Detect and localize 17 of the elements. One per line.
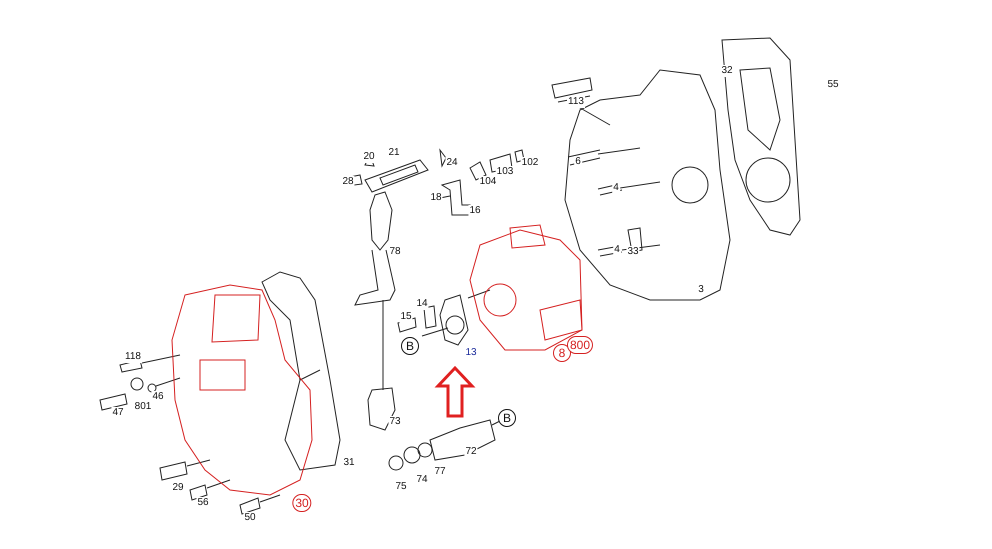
circled-callout: 800 (566, 336, 594, 354)
callout-number: 16 (468, 205, 482, 217)
callout-number: 113 (567, 96, 585, 108)
circled-callout: B (401, 337, 419, 355)
callout-number: 4 (613, 244, 621, 256)
circled-callout: 30 (292, 494, 312, 512)
callout-number: 6 (574, 156, 582, 168)
callout-number: 4 (612, 182, 620, 194)
callout-number: 28 (341, 176, 355, 188)
circled-callout: 8 (553, 344, 571, 362)
callout-number: 32 (720, 65, 734, 77)
callout-number: 20 (362, 151, 376, 163)
callout-number: 72 (464, 446, 478, 458)
circled-callout: B (498, 409, 516, 427)
callout-number: 15 (399, 311, 413, 323)
callout-number: 14 (415, 298, 429, 310)
callout-number: 118 (124, 351, 142, 363)
